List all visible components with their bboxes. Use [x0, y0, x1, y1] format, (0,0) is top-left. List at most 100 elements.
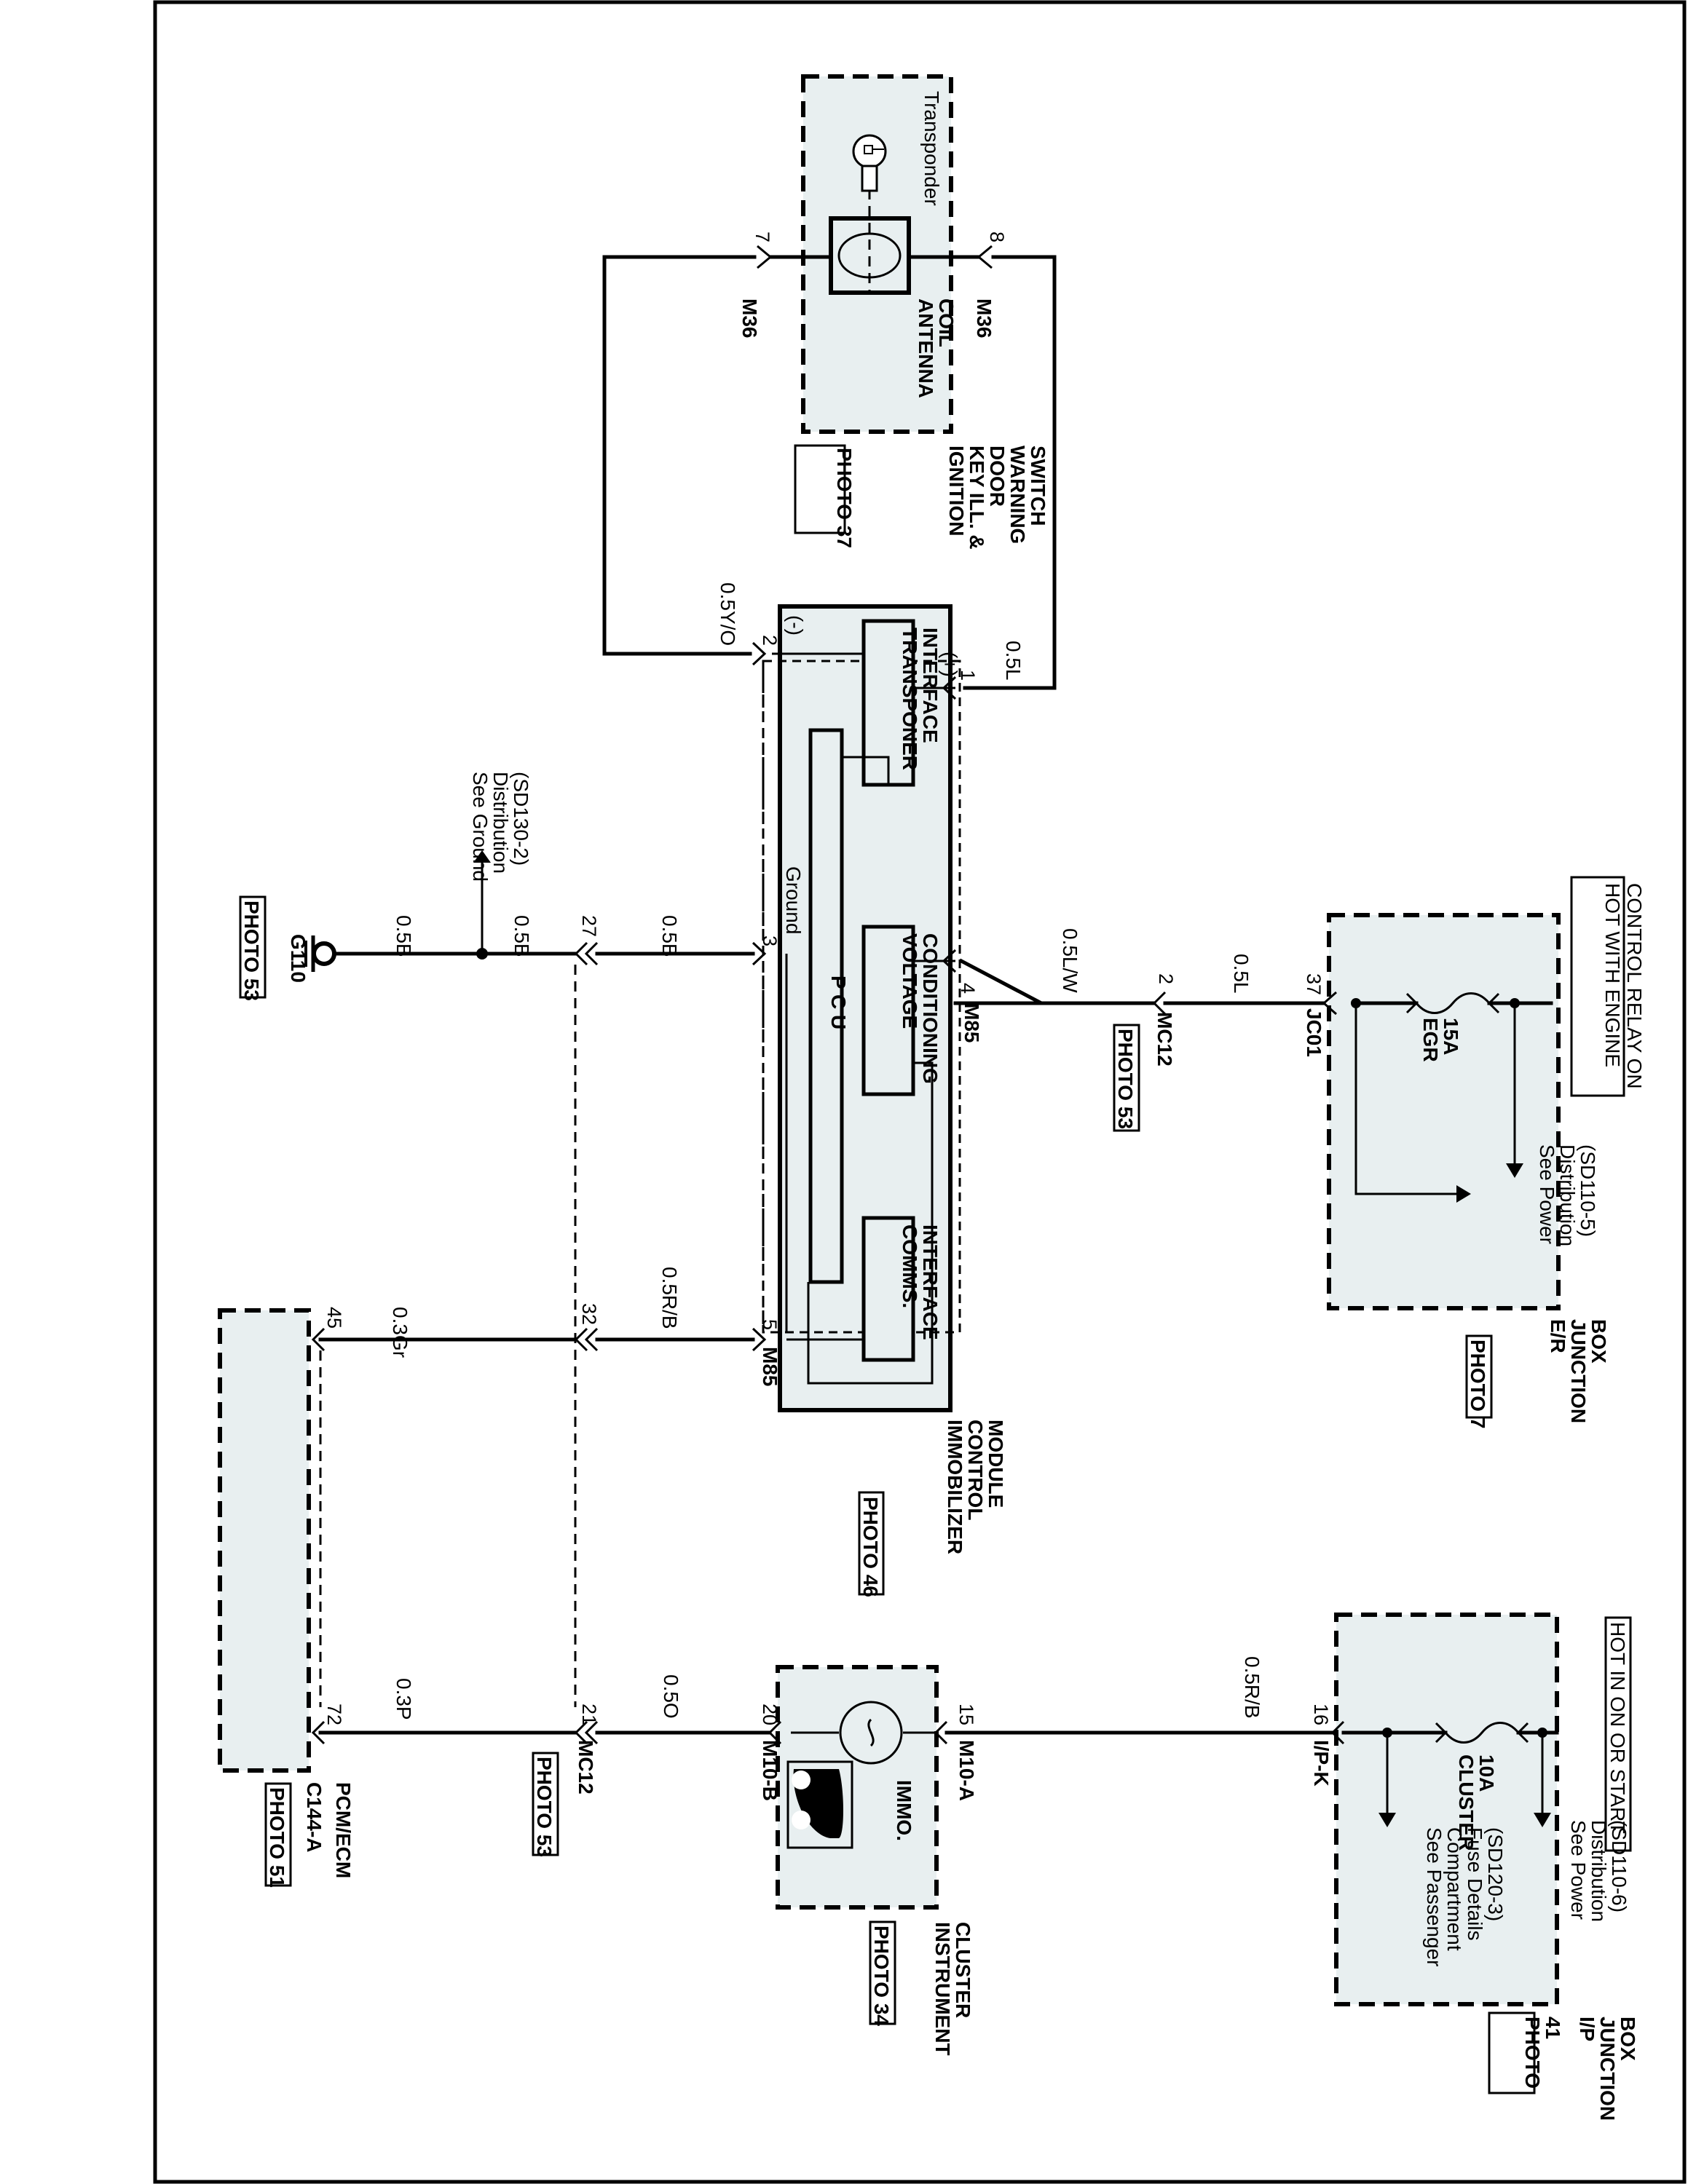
immobilizer-photo-box	[858, 1491, 885, 1596]
svg-text:0.5B: 0.5B	[510, 915, 533, 957]
svg-text:ANTENNA: ANTENNA	[915, 298, 937, 398]
m36-pin-7: 7	[752, 232, 773, 242]
immobilizer-photo-label: PHOTO 46	[859, 1497, 882, 1597]
svg-text:15A: 15A	[1440, 1018, 1462, 1055]
wire-0.5yo	[602, 255, 757, 656]
svg-text:JUNCTION: JUNCTION	[1567, 1319, 1590, 1423]
svg-text:MODULE: MODULE	[985, 1420, 1007, 1508]
svg-text:72: 72	[323, 1704, 345, 1725]
ignition-photo-box	[794, 444, 846, 534]
svg-text:0.5B: 0.5B	[393, 915, 415, 957]
svg-text:C144-A: C144-A	[303, 1782, 326, 1852]
svg-text:G110: G110	[287, 934, 309, 983]
page-frame	[153, 0, 1687, 2184]
svg-text:2: 2	[759, 635, 781, 646]
m36-label-b: M36	[973, 298, 995, 338]
m36-label-a: M36	[738, 298, 761, 338]
svg-text:MC12: MC12	[575, 1740, 597, 1795]
svg-text:See Ground: See Ground	[469, 772, 492, 882]
svg-text:Distribution: Distribution	[1556, 1144, 1579, 1246]
svg-text:2: 2	[1155, 973, 1177, 984]
svg-text:I/P: I/P	[1576, 2017, 1598, 2041]
ground-label: Ground	[782, 866, 805, 934]
svg-text:16: 16	[1310, 1704, 1332, 1725]
comms-interface-block	[861, 1216, 915, 1362]
svg-text:0.5O: 0.5O	[660, 1674, 682, 1719]
svg-text:0.5R/B: 0.5R/B	[1241, 1656, 1263, 1719]
mc12-pin-32: 32	[574, 1303, 600, 1352]
svg-text:MC12: MC12	[1153, 1012, 1176, 1067]
antenna-coil-label: ANTENNA COIL	[915, 298, 958, 398]
svg-text:INTERFACE: INTERFACE	[919, 628, 942, 743]
svg-text:Fuse Details: Fuse Details	[1464, 1827, 1486, 1941]
wire-0.5l-top	[963, 255, 1057, 690]
transponder-label: Transponder	[920, 91, 943, 206]
er-junction-box: HOT WITH ENGINE CONTROL RELAY ON EGR 15A…	[1327, 876, 1646, 1428]
wire-0.5l-top-label: 0.5L	[1002, 641, 1025, 681]
svg-text:CLUSTER: CLUSTER	[952, 1922, 974, 2018]
svg-text:SWITCH: SWITCH	[1027, 446, 1049, 526]
wire-0.5yo-label: 0.5Y/O	[717, 582, 739, 646]
svg-text:4: 4	[957, 983, 979, 994]
svg-text:IGNITION: IGNITION	[945, 446, 968, 536]
ipk-connector: 16 I/P-K	[1310, 1704, 1345, 1787]
svg-text:KEY ILL. &: KEY ILL. &	[966, 446, 988, 550]
svg-text:PCM/ECM: PCM/ECM	[332, 1782, 355, 1878]
minus-label: (-)	[784, 615, 807, 636]
ignition-switch-label: IGNITION KEY ILL. & DOOR WARNING SWITCH	[945, 446, 1049, 550]
ip-box	[1334, 1613, 1559, 2006]
svg-text:See Power: See Power	[1536, 1144, 1558, 1244]
jc01-connector: 37 JC01	[1303, 973, 1337, 1057]
svg-text:Compartment: Compartment	[1443, 1827, 1466, 1951]
voltage-conditioning-block	[861, 925, 915, 1096]
svg-text:PHOTO 51: PHOTO 51	[266, 1787, 288, 1888]
ignition-switch-group: Transponder ANTENNA COIL IGNITION KEY IL…	[794, 74, 1049, 550]
pcu-block	[808, 728, 844, 1284]
c144a-pin-72: 72	[311, 1704, 345, 1745]
svg-text:20: 20	[759, 1704, 781, 1725]
g110-ground: G110 PHOTO 53	[239, 895, 336, 1001]
svg-text:CONDITIONING: CONDITIONING	[919, 933, 942, 1084]
svg-text:JUNCTION: JUNCTION	[1596, 2017, 1619, 2121]
svg-text:E/R: E/R	[1547, 1319, 1569, 1353]
ignition-photo-label: PHOTO 37	[833, 448, 856, 548]
svg-text:Distribution: Distribution	[489, 772, 512, 874]
power-arrow-a	[1506, 1163, 1523, 1178]
svg-text:M10-A: M10-A	[955, 1740, 978, 1801]
svg-text:I/P-K: I/P-K	[1310, 1740, 1333, 1787]
plus-label: (+)	[939, 652, 961, 677]
svg-text:BOX: BOX	[1617, 2017, 1639, 2061]
svg-text:JC01: JC01	[1303, 1008, 1325, 1057]
svg-text:CONTROL: CONTROL	[964, 1420, 987, 1520]
svg-text:VOLTAGE: VOLTAGE	[899, 933, 921, 1029]
svg-text:PHOTO 34: PHOTO 34	[870, 1926, 893, 2026]
svg-text:See Passenger: See Passenger	[1423, 1827, 1446, 1966]
svg-text:BOX: BOX	[1588, 1319, 1610, 1364]
egr-fuse-icon	[1415, 992, 1491, 1014]
svg-text:10A: 10A	[1475, 1754, 1498, 1792]
ignition-switch-box	[801, 74, 953, 434]
svg-text:COMMS.: COMMS.	[899, 1224, 921, 1308]
er-box	[1327, 913, 1561, 1310]
immo-lamp-icon	[839, 1701, 903, 1765]
svg-text:WARNING: WARNING	[1006, 446, 1029, 544]
svg-text:See Power: See Power	[1567, 1820, 1590, 1920]
svg-text:(SD110-6): (SD110-6)	[1608, 1820, 1630, 1912]
wire-0.5l-right-label: 0.5L	[1230, 954, 1253, 994]
svg-text:INSTRUMENT: INSTRUMENT	[931, 1922, 954, 2056]
svg-text:M85: M85	[759, 1347, 781, 1386]
svg-text:PHOTO 53: PHOTO 53	[1114, 1029, 1137, 1129]
svg-text:PHOTO: PHOTO	[1521, 2017, 1544, 2089]
immobilizer-module: TRANSPONER INTERFACE VOLTAGE CONDITIONIN…	[762, 604, 1007, 1597]
svg-text:15: 15	[955, 1704, 977, 1725]
svg-text:32: 32	[578, 1303, 600, 1325]
svg-text:M10-B: M10-B	[759, 1740, 781, 1801]
svg-text:0.5R/B: 0.5R/B	[658, 1267, 681, 1329]
svg-text:TRANSPONER: TRANSPONER	[899, 628, 921, 770]
svg-text:CLUSTER: CLUSTER	[1455, 1754, 1478, 1851]
cluster-fuse-icon	[1444, 1722, 1520, 1744]
power-arrow-b	[1456, 1185, 1471, 1203]
hot-engine-box	[1570, 876, 1625, 1097]
svg-text:27: 27	[578, 915, 600, 937]
instrument-cluster: 15 M10-A IMMO. INSTRUMENT CLUSTER PHOTO …	[759, 1665, 978, 2056]
